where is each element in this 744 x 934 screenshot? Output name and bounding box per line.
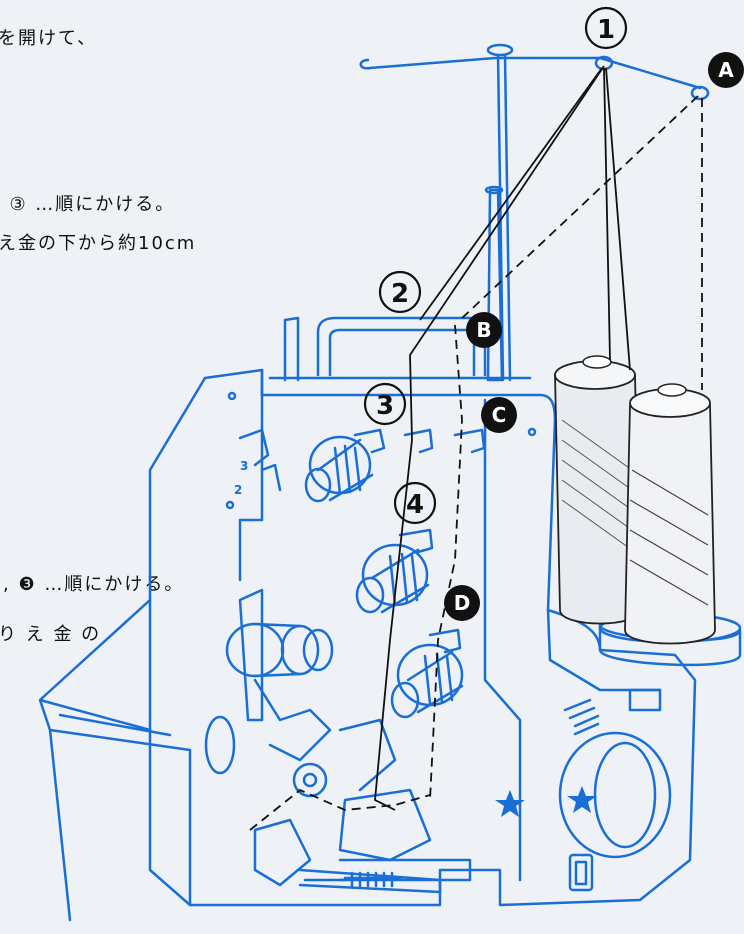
looper-arm <box>253 678 332 762</box>
thread-path-a-to-b <box>459 95 699 321</box>
badge-b-bg <box>466 312 502 348</box>
power-switch <box>568 853 594 892</box>
star-mark-1 <box>495 790 525 817</box>
bottom-spring <box>303 871 402 888</box>
presser-bar <box>283 316 300 382</box>
thread-cone-front <box>624 383 716 645</box>
instruction-text-line-4: ), ❸ …順にかける。 <box>0 574 185 595</box>
tension-dial-3 <box>390 643 464 719</box>
thread-stand-rod-inner <box>503 53 512 382</box>
screw-3 <box>225 500 235 510</box>
thread-stand-antenna <box>368 56 702 90</box>
upper-knife-dial <box>225 622 334 678</box>
thread-take-up <box>238 428 282 492</box>
thread-spool-small <box>292 762 328 798</box>
guide-3 <box>453 428 486 454</box>
screw-1 <box>227 391 237 401</box>
thread-path-b-to-d <box>429 324 463 801</box>
thread-path-lower-cross <box>249 788 431 831</box>
guide-5 <box>428 628 462 654</box>
lever-bottom <box>298 868 442 894</box>
tension-dial-2 <box>355 543 430 614</box>
side-vent <box>563 698 600 736</box>
power-switch-inner <box>574 860 588 886</box>
guide-1 <box>353 428 386 454</box>
label-number-3: 3 <box>376 391 394 421</box>
instruction-text-line-1: を開けて、 <box>0 28 98 49</box>
tension-dial-1 <box>304 435 374 503</box>
badge-d-bg <box>444 585 480 621</box>
handwheel-right <box>558 731 672 859</box>
dial-mark-2: 2 <box>234 483 242 497</box>
thread-guide-a <box>690 85 710 101</box>
thread-spool-small-center <box>302 772 318 788</box>
label-number-4: 4 <box>406 490 424 520</box>
lower-looper <box>338 718 397 792</box>
dial-mark-3: 3 <box>240 459 248 473</box>
bed-inner <box>58 713 172 737</box>
thread-path-1-to-spool2 <box>605 67 631 371</box>
badge-a-label: A <box>718 58 734 82</box>
bed-extension <box>38 598 192 922</box>
badge-d-label: D <box>454 591 471 615</box>
instruction-text-line-5: り え 金 の <box>0 624 102 645</box>
antenna-hook-left <box>359 58 372 70</box>
stand-collar <box>484 185 504 195</box>
screw-2 <box>527 427 537 437</box>
badge-a-bg <box>708 52 744 88</box>
label-circle-4 <box>393 481 437 525</box>
label-circle-3 <box>363 382 407 426</box>
thread-path-1-to-2b <box>374 65 605 811</box>
presser-foot <box>338 788 432 862</box>
thread-path-1-to-spool <box>603 67 611 361</box>
badge-c-label: C <box>492 403 507 427</box>
carry-handle-inner <box>328 328 476 377</box>
label-number-1: 1 <box>597 15 615 45</box>
handwheel-left <box>204 715 236 775</box>
star-mark-2 <box>567 786 597 813</box>
machine-side-panel <box>148 376 207 722</box>
label-number-2: 2 <box>391 279 409 309</box>
needle-bar-assembly <box>238 588 264 722</box>
instruction-text-line-2: , ③ …順にかける。 <box>0 194 176 215</box>
label-circle-2 <box>378 270 422 314</box>
guide-2 <box>403 428 434 454</box>
thread-stand-rod <box>496 53 505 382</box>
needle-plate <box>338 858 472 882</box>
knife-block <box>253 818 312 887</box>
label-circle-1 <box>584 6 628 50</box>
handwheel-right-inner <box>593 741 657 849</box>
front-panel <box>238 393 264 582</box>
thread-path-1-to-2 <box>419 67 603 321</box>
light-window <box>628 688 662 712</box>
badge-c-bg <box>481 397 517 433</box>
stand-joint <box>486 43 514 57</box>
guide-4 <box>398 528 434 554</box>
carry-handle <box>316 316 487 377</box>
instruction-text-line-3: え金の下から約10cm <box>0 233 197 254</box>
badge-b-label: B <box>476 318 491 342</box>
